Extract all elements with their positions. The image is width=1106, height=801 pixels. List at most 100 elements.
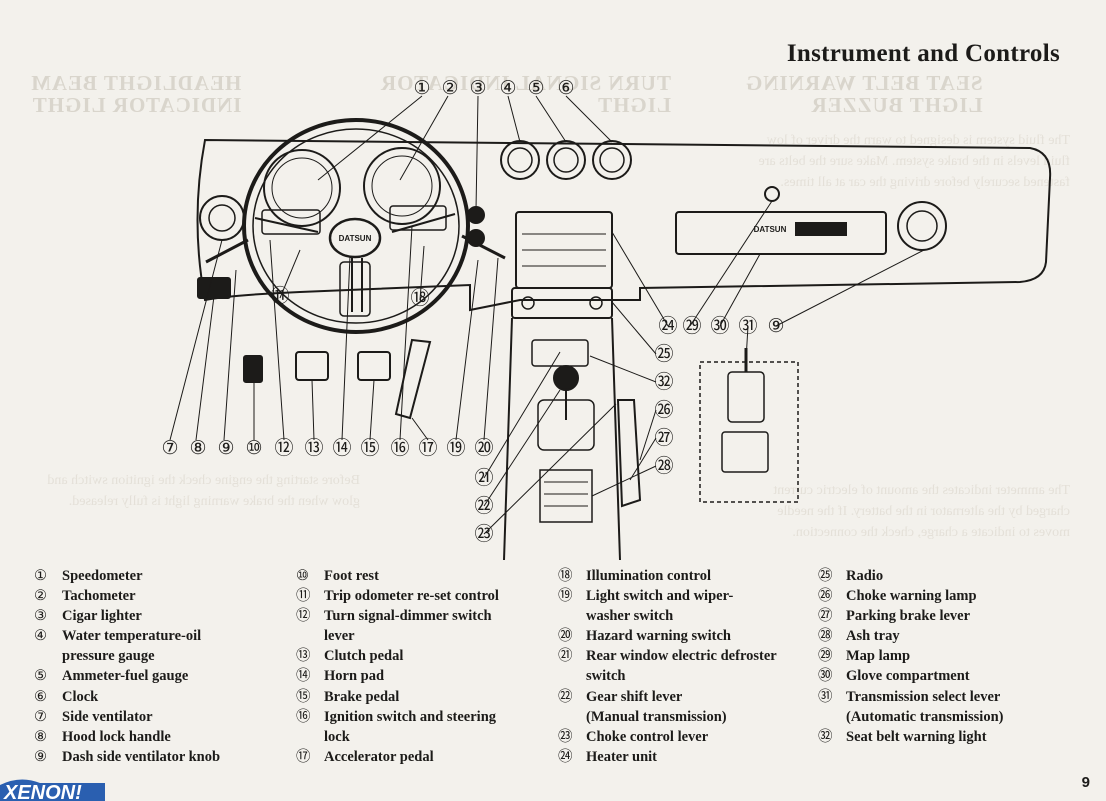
- legend-item: ② Tachometer: [34, 586, 220, 606]
- legend-item: ① Speedometer: [34, 566, 220, 586]
- ash-tray: [539, 469, 593, 523]
- radio: [511, 287, 613, 319]
- callout-lower-21: ㉑: [474, 467, 493, 489]
- legend-item: switch: [558, 666, 777, 686]
- glove-compartment: [675, 211, 887, 255]
- legend-item: lock: [296, 727, 499, 747]
- parking-brake-lever: [616, 399, 642, 508]
- legend-label: Foot rest: [324, 568, 379, 584]
- legend-number: ㉖: [818, 588, 833, 605]
- callout-bottom-16: ⑯: [390, 437, 409, 459]
- legend-number: ㉙: [818, 648, 833, 665]
- legend-item: ④ Water temperature-oil: [34, 626, 220, 646]
- legend-number: ⑱: [558, 568, 573, 584]
- legend-item: ⑤ Ammeter-fuel gauge: [34, 666, 220, 686]
- legend-label: Side ventilator: [62, 708, 153, 725]
- legend-item: ⑦ Side ventilator: [34, 707, 220, 727]
- legend-label: Turn signal-dimmer switch: [324, 608, 492, 625]
- legend-label: Light switch and wiper-: [586, 588, 734, 605]
- legend-number: ⑦: [34, 708, 47, 725]
- turn-signal-lever: [205, 238, 249, 264]
- legend-label: Hood lock handle: [62, 728, 171, 745]
- instrument-panel-diagram: ① ② ③ ④ ⑤ ⑥ ⑦ ⑧ ⑨ ⑩ ⑫ ⑬ ⑭ ⑮ ⑯ ⑰ ⑲ ⑳ ⑪ ⑱ …: [161, 77, 1052, 560]
- callout-top-4: ④: [499, 77, 516, 99]
- callout-right-30: ㉚: [710, 315, 729, 337]
- legend-number: ㉔: [558, 748, 573, 765]
- legend-label: Cigar lighter: [62, 608, 142, 625]
- legend-number: ⑧: [34, 728, 47, 745]
- legend-label: pressure gauge: [62, 648, 155, 665]
- legend-item: ㉔ Heater unit: [558, 747, 777, 767]
- brake-pedal: [357, 351, 391, 381]
- switch-cluster-right: [389, 205, 447, 231]
- legend-label: Clock: [62, 688, 99, 705]
- legend-label: Horn pad: [324, 668, 385, 685]
- callout-top-6: ⑥: [557, 77, 574, 99]
- accelerator-pedal: [394, 338, 432, 420]
- legend-label: Map lamp: [846, 648, 911, 665]
- legend-number: ⑬: [296, 648, 311, 665]
- legend-number: ㉓: [558, 728, 573, 745]
- legend-number: ①: [34, 568, 47, 584]
- legend-number: ④: [34, 628, 47, 645]
- legend-label: Water temperature-oil: [62, 628, 202, 645]
- legend-label: Tachometer: [62, 588, 136, 605]
- steering-spokes: [254, 213, 456, 312]
- clutch-pedal: [295, 351, 329, 381]
- legend-number: ⑲: [558, 588, 573, 605]
- legend-number: ㉕: [818, 568, 833, 584]
- legend-number: ⑮: [296, 688, 311, 705]
- legend-number: ㉘: [818, 628, 833, 645]
- switch-cluster-left: [261, 209, 321, 235]
- callout-right-24: ㉔: [658, 315, 677, 337]
- legend-label: Speedometer: [62, 568, 143, 584]
- legend-item: pressure gauge: [34, 646, 220, 666]
- legend-number: ㉜: [818, 728, 833, 745]
- choke-warning-lamp: [531, 339, 589, 367]
- speedometer: [263, 149, 341, 227]
- legend-label: Hazard warning switch: [586, 628, 731, 645]
- legend-number: ㉑: [558, 648, 573, 665]
- legend-number: ⑩: [296, 568, 309, 584]
- callout-top-2: ②: [441, 77, 458, 99]
- callout-center-28: ㉘: [654, 455, 673, 477]
- legend-label: Accelerator pedal: [324, 748, 434, 765]
- legend-label: Ammeter-fuel gauge: [62, 668, 189, 685]
- legend-label: switch: [586, 668, 626, 685]
- callout-bottom-17: ⑰: [418, 437, 437, 459]
- legend-label: Heater unit: [586, 748, 658, 765]
- legend-label: Choke warning lamp: [846, 588, 977, 605]
- callout-bottom-7: ⑦: [161, 437, 178, 459]
- water-temp-oil-gauge: [500, 140, 540, 180]
- callout-bottom-14: ⑭: [332, 437, 351, 459]
- legend-number: ⑫: [296, 608, 311, 625]
- legend-number: ㉚: [818, 668, 833, 685]
- legend-label: lever: [324, 628, 355, 645]
- legend-label: Trip odometer re-set control: [324, 588, 499, 605]
- legend-number: ②: [34, 588, 47, 605]
- callout-right-31: ㉛: [738, 315, 757, 337]
- callout-inner-11: ⑪: [270, 285, 289, 307]
- legend-number: ⑤: [34, 668, 47, 685]
- page-number: 9: [1081, 774, 1090, 791]
- legend-number: ㉒: [558, 688, 573, 705]
- callout-center-26: ㉖: [654, 399, 673, 421]
- legend-label: Seat belt warning light: [846, 728, 987, 745]
- callout-bottom-20: ⑳: [474, 437, 493, 459]
- legend-label: Illumination control: [586, 568, 712, 584]
- legend-item: ⑩ Foot rest: [296, 566, 499, 586]
- callout-bottom-9: ⑨: [217, 437, 234, 459]
- callout-bottom-13: ⑬: [304, 437, 323, 459]
